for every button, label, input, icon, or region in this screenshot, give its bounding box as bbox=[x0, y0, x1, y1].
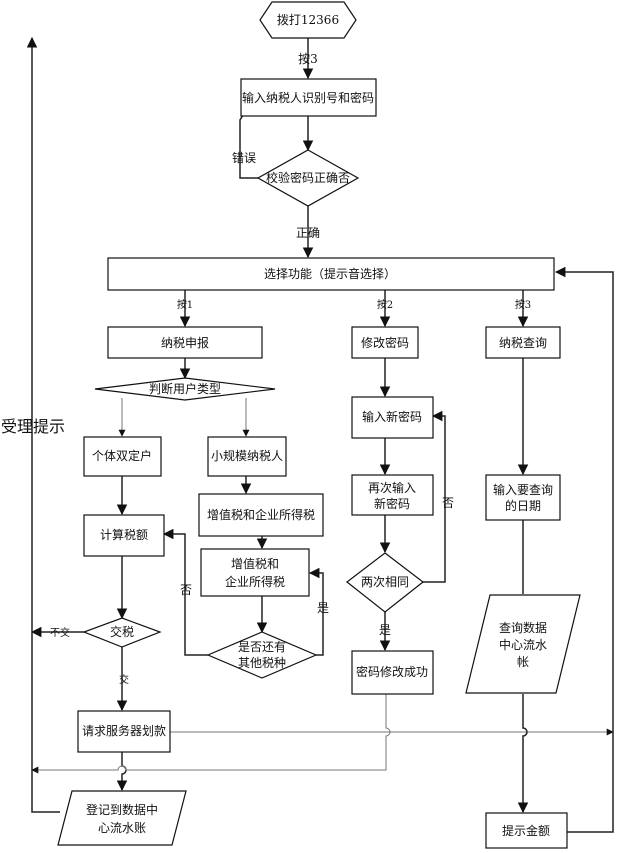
same-text: 两次相同 bbox=[361, 575, 409, 589]
individual-box bbox=[83, 436, 162, 477]
arrow-same-no-loop bbox=[423, 410, 446, 583]
label-press3: 按3 bbox=[515, 298, 531, 311]
arrow-other-yes-loop bbox=[308, 567, 324, 656]
query-box bbox=[485, 326, 561, 359]
request-box bbox=[77, 710, 171, 753]
label-no-left: 否 bbox=[180, 583, 192, 597]
label-not-pay: 不交 bbox=[50, 626, 70, 639]
query-text: 纳税查询 bbox=[499, 336, 547, 350]
register-line2: 心流水账 bbox=[98, 821, 146, 835]
show-amount-box bbox=[485, 812, 568, 849]
input-id-text: 输入纳税人识别号和密码 bbox=[242, 90, 374, 105]
other-tax-line2: 其他税种 bbox=[238, 656, 286, 670]
tax-report-box bbox=[107, 326, 263, 359]
query-date-line2: 的日期 bbox=[505, 498, 541, 513]
pwd-success-box bbox=[351, 650, 434, 695]
register-parallelogram bbox=[57, 790, 187, 846]
arrow-accept-hint-loop bbox=[26, 36, 60, 813]
label-error: 错误 bbox=[232, 151, 256, 165]
label-press3-top: 按3 bbox=[298, 52, 318, 66]
reenter-box bbox=[351, 474, 434, 516]
query-data-parallelogram bbox=[465, 594, 581, 694]
start-node bbox=[259, 1, 357, 39]
small-scale-box bbox=[207, 436, 287, 477]
judge-type-text: 判断用户类型 bbox=[149, 381, 221, 396]
query-date-line1: 输入要查询 bbox=[493, 482, 553, 497]
other-tax-line1: 是否还有 bbox=[238, 640, 286, 654]
pay-tax-text: 交税 bbox=[110, 624, 134, 639]
new-pwd-text: 输入新密码 bbox=[362, 409, 422, 424]
query-data-line3: 帐 bbox=[517, 654, 529, 669]
connectors bbox=[26, 36, 614, 833]
input-id-box bbox=[240, 78, 377, 117]
change-pwd-text: 修改密码 bbox=[361, 335, 409, 350]
label-accept-hint: 受理提示 bbox=[1, 417, 65, 436]
label-press2: 按2 bbox=[377, 298, 393, 311]
query-data-line2: 中心流水 bbox=[499, 637, 547, 652]
vat-line2: 企业所得税 bbox=[225, 574, 285, 589]
tax-report-text: 纳税申报 bbox=[161, 335, 209, 350]
calc-tax-box bbox=[83, 514, 165, 557]
arrow-data-to-amount bbox=[517, 694, 529, 814]
vat-income-text: 增值税和企业所得税 bbox=[207, 507, 315, 522]
pwd-success-text: 密码修改成功 bbox=[356, 664, 428, 679]
verify-text: 校验密码正确否 bbox=[266, 170, 350, 185]
individual-text: 个体双定户 bbox=[92, 448, 152, 463]
change-pwd-box bbox=[351, 326, 419, 359]
start-text: 拨打12366 bbox=[277, 13, 339, 27]
new-pwd-box bbox=[351, 396, 434, 439]
vat-income-box-2 bbox=[200, 548, 310, 597]
label-yes-pwd: 是 bbox=[379, 623, 391, 637]
reenter-line2: 新密码 bbox=[374, 496, 410, 511]
reenter-line1: 再次输入 bbox=[368, 480, 416, 495]
verify-diamond bbox=[256, 149, 360, 207]
query-date-box bbox=[485, 474, 561, 521]
arrow-merge-to-left bbox=[31, 694, 391, 774]
request-text: 请求服务器划款 bbox=[82, 723, 166, 738]
select-text: 选择功能（提示音选择） bbox=[264, 266, 396, 281]
label-yes-right: 是 bbox=[317, 601, 329, 615]
register-line1: 登记到数据中 bbox=[86, 802, 158, 817]
judge-type-diamond bbox=[94, 377, 276, 401]
label-no-pwd: 否 bbox=[442, 496, 454, 510]
label-correct: 正确 bbox=[296, 226, 320, 240]
pay-tax-diamond bbox=[82, 617, 162, 648]
arrow-request-to-register bbox=[116, 752, 128, 792]
small-scale-text: 小规模纳税人 bbox=[211, 448, 283, 463]
arrow-other-no-to-calc bbox=[162, 528, 208, 656]
same-diamond bbox=[346, 552, 424, 613]
label-press1: 按1 bbox=[177, 298, 193, 311]
select-box bbox=[107, 257, 555, 291]
label-pay: 交 bbox=[119, 673, 129, 686]
calc-tax-text: 计算税额 bbox=[100, 527, 148, 542]
show-amount-text: 提示金额 bbox=[502, 823, 550, 838]
vat-line1: 增值税和 bbox=[231, 556, 279, 571]
vat-income-box bbox=[198, 493, 324, 537]
query-data-line1: 查询数据 bbox=[499, 620, 547, 635]
other-tax-diamond bbox=[206, 631, 318, 679]
arrow-amount-to-select bbox=[554, 266, 614, 833]
